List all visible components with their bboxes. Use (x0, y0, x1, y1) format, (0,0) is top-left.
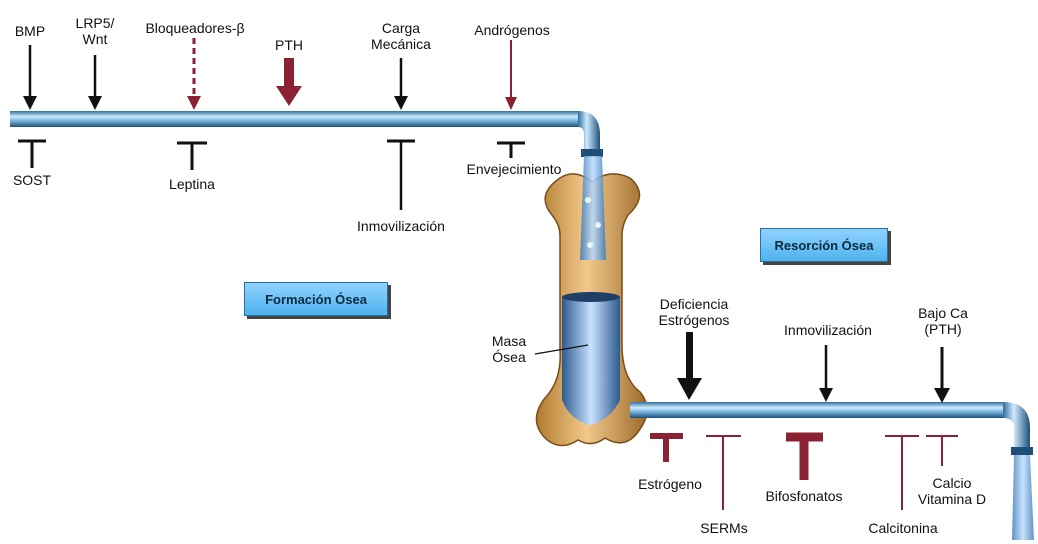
calcium-vitd-label: Calcio Vitamina D (906, 475, 998, 507)
lrp5-arrow (88, 55, 102, 110)
formation-inhibitors (18, 141, 525, 210)
leptin-inhibitor (177, 143, 207, 170)
immobilization-top-label: Inmovilización (345, 218, 457, 234)
sost-label: SOST (12, 172, 52, 188)
aging-label: Envejecimiento (458, 161, 570, 177)
immobilization-bottom-label: Inmovilización (773, 322, 883, 338)
low-calcium-arrow (934, 347, 950, 403)
water-stream (580, 156, 606, 260)
estrogen-deficiency-arrow (677, 332, 702, 400)
beta-blockers-label: Bloqueadores-β (138, 20, 252, 36)
beta-blockers-arrow (187, 38, 201, 110)
pth-arrow (276, 58, 302, 106)
androgens-arrow (505, 40, 517, 110)
serms-label: SERMs (694, 520, 754, 536)
serms-inhibitor (706, 436, 741, 510)
bone-mass-label: Masa Ósea (484, 333, 534, 365)
mechanical-load-arrow (394, 58, 408, 110)
estrogen-deficiency-label: Deficiencia Estrógenos (646, 296, 742, 328)
bisphosphonates-inhibitor (786, 437, 823, 480)
androgens-label: Andrógenos (466, 22, 558, 38)
mechanical-load-label: Carga Mecánica (364, 20, 438, 52)
estrogen-inhibitor (650, 436, 683, 462)
immobilization-inhibitor (387, 141, 415, 210)
calcium-vitd-inhibitor (926, 436, 958, 466)
upper-pipe (10, 111, 603, 157)
bmp-label: BMP (12, 23, 48, 39)
lrp5-wnt-label: LRP5/ Wnt (68, 15, 122, 47)
resorption-stimulators (677, 332, 950, 403)
lower-pipe (630, 402, 1034, 540)
calcitonin-label: Calcitonina (857, 520, 949, 536)
bisphosphonates-label: Bifosfonatos (752, 488, 856, 504)
sost-inhibitor (18, 141, 46, 168)
resorption-box: Resorción Ósea (760, 228, 888, 262)
immobilization-arrow (819, 345, 833, 402)
low-calcium-label: Bajo Ca (PTH) (910, 305, 976, 337)
estrogen-label: Estrógeno (629, 476, 711, 492)
pth-label: PTH (269, 37, 309, 53)
aging-inhibitor (497, 143, 525, 158)
bmp-arrow (23, 45, 37, 110)
leptin-label: Leptina (162, 176, 222, 192)
formation-box: Formación Ósea (244, 282, 388, 316)
